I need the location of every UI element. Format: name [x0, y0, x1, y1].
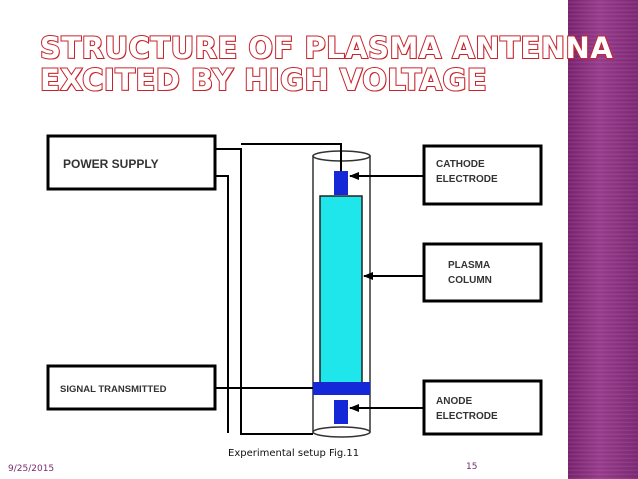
cathode-electrode [334, 171, 348, 195]
footer-date: 9/25/2015 [8, 464, 55, 474]
slide-title: STRUCTURE OF PLASMA ANTENNA EXCITED BY H… [39, 31, 614, 97]
anode-electrode [334, 400, 348, 424]
power-supply-label: POWER SUPPLY [63, 157, 159, 171]
power-supply-wire [215, 143, 342, 435]
signal-transmitted-label: SIGNAL TRANSMITTED [60, 384, 167, 395]
plasma-column-box: PLASMA COLUMN [422, 242, 543, 303]
title-line-1: STRUCTURE OF PLASMA ANTENNA [39, 31, 614, 65]
figure-caption: Experimental setup Fig.11 [228, 448, 360, 459]
title-line-2: EXCITED BY HIGH VOLTAGE [39, 63, 488, 97]
plasma-label-line2: COLUMN [448, 275, 492, 286]
anode-electrode-box: ANODE ELECTRODE [422, 379, 543, 436]
cathode-electrode-box: CATHODE ELECTRODE [422, 144, 543, 206]
decorative-side-band [568, 0, 638, 479]
cathode-label-line1: CATHODE [436, 159, 485, 170]
plasma-label-line1: PLASMA [448, 260, 490, 271]
plasma-column [319, 195, 363, 387]
power-supply-box: POWER SUPPLY [46, 134, 217, 191]
signal-transmitted-box: SIGNAL TRANSMITTED [46, 364, 217, 411]
anode-label-line2: ELECTRODE [436, 411, 498, 422]
cathode-label-line2: ELECTRODE [436, 174, 498, 185]
page-number: 15 [466, 462, 478, 472]
anode-label-line1: ANODE [436, 396, 472, 407]
anode-plate [313, 382, 370, 395]
